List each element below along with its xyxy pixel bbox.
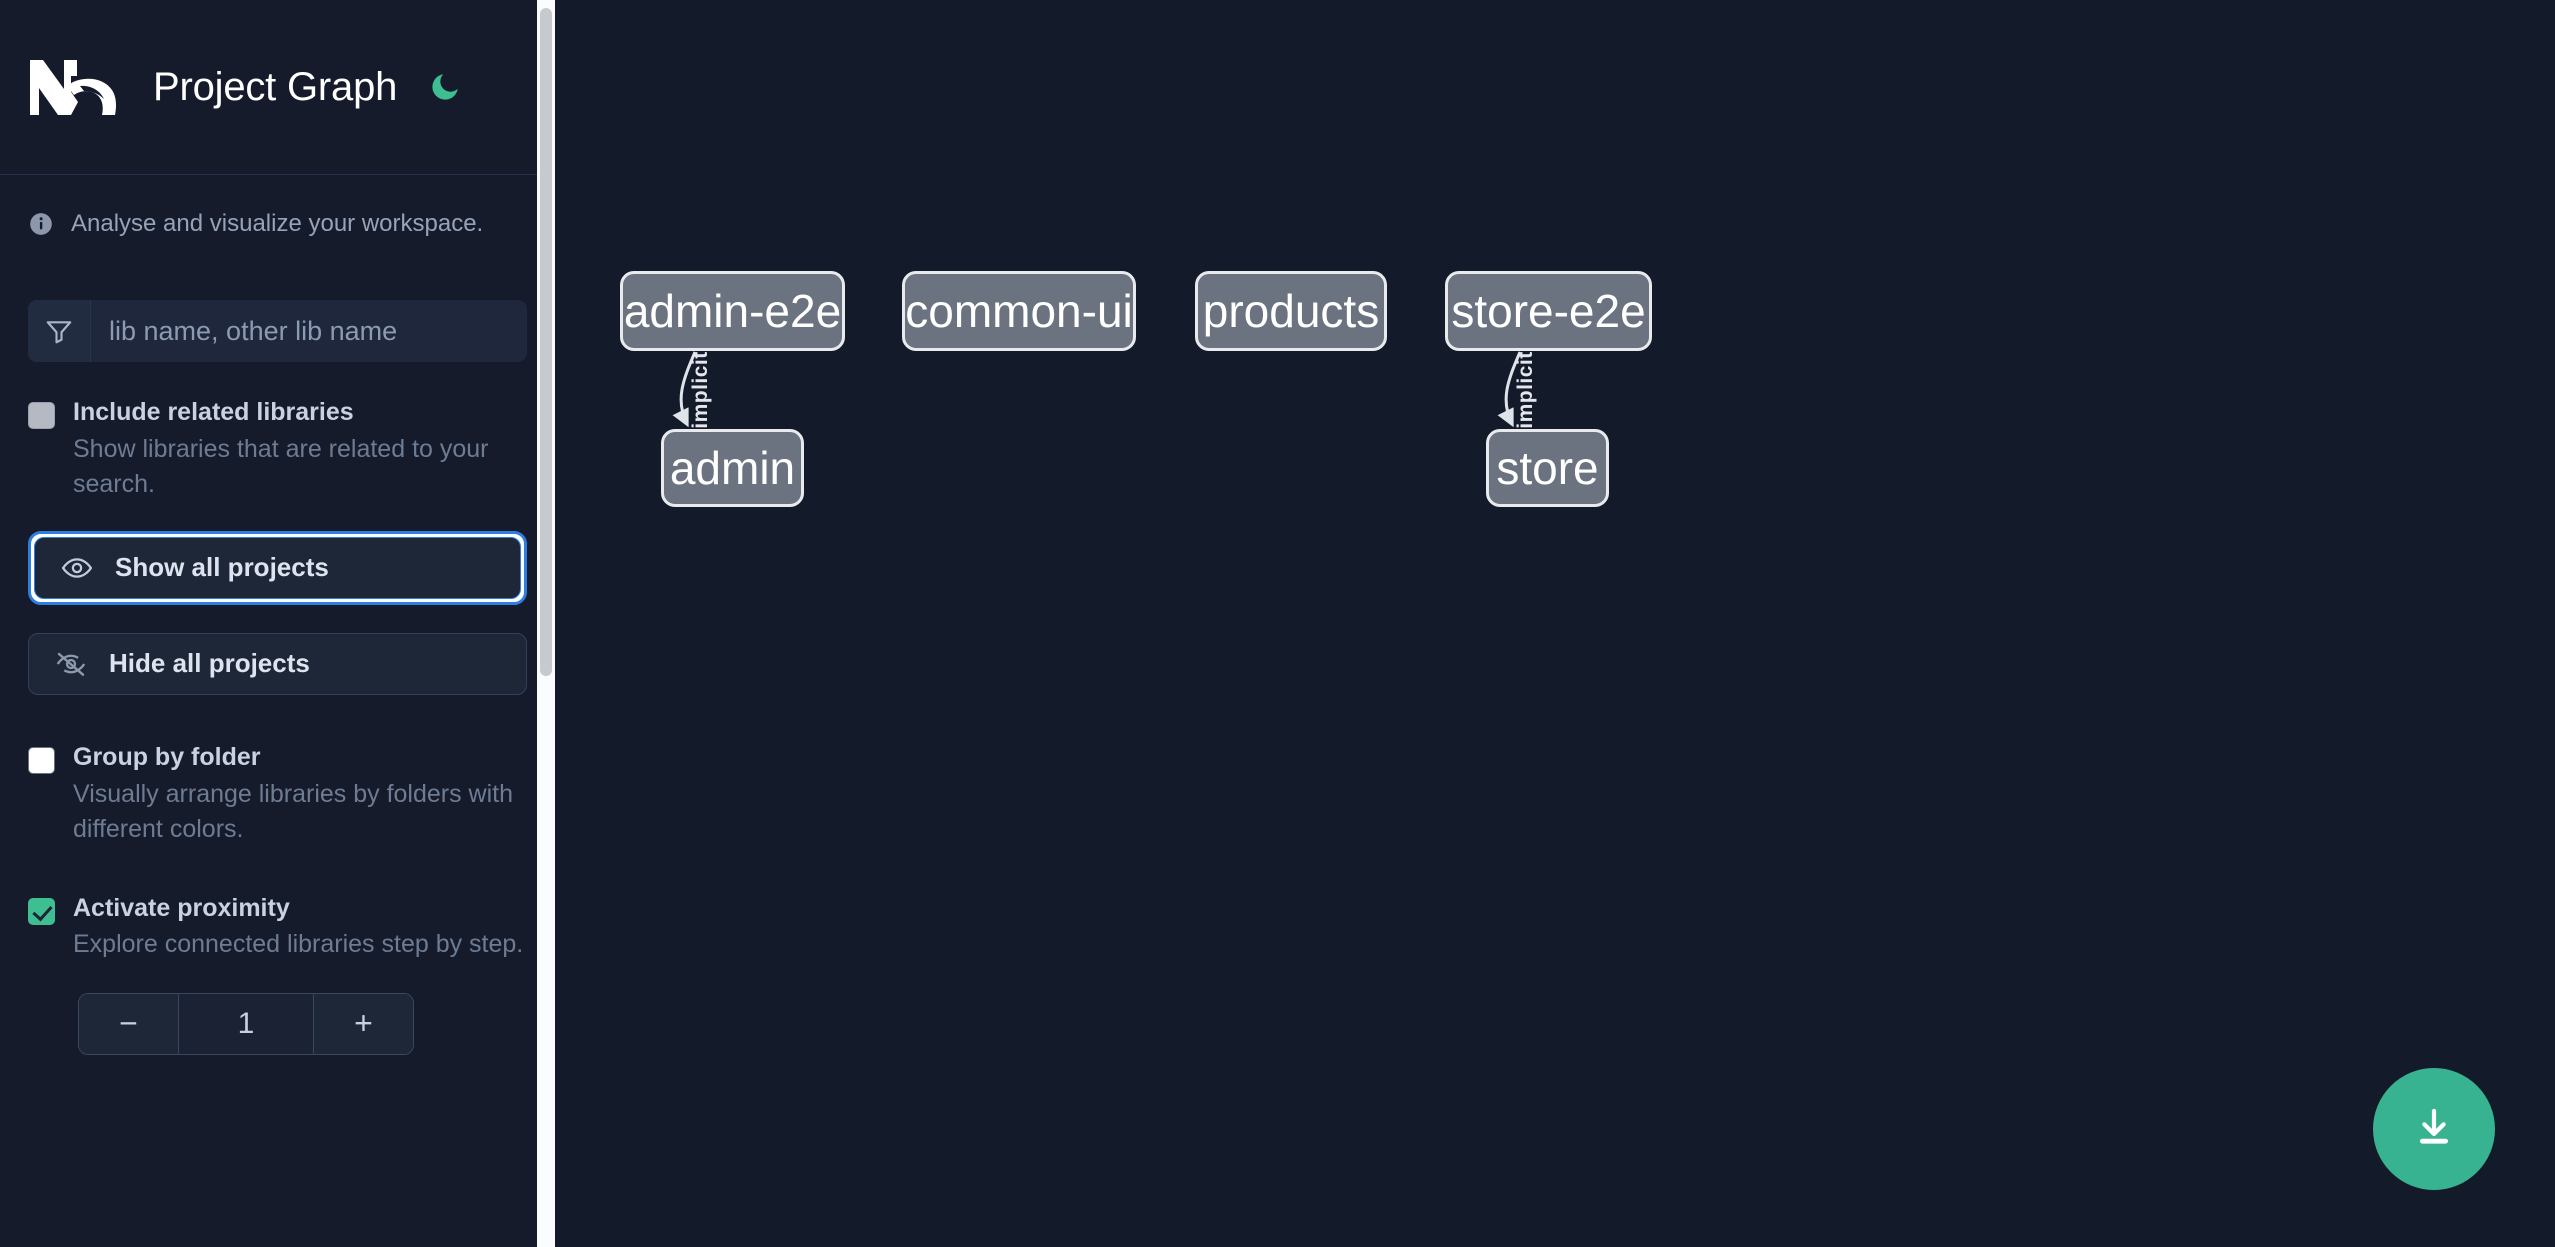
graph-node-label: admin-e2e: [623, 285, 842, 337]
tagline-text: Analyse and visualize your workspace.: [71, 209, 484, 237]
include-related-libraries-checkbox[interactable]: [28, 402, 55, 429]
group-by-folder-description: Visually arrange libraries by folders wi…: [73, 779, 514, 844]
page-title: Project Graph: [153, 64, 398, 109]
include-related-libraries-label: Include related libraries: [73, 398, 354, 426]
graph-node-store[interactable]: store: [1486, 429, 1609, 507]
tagline: Analyse and visualize your workspace.: [0, 175, 555, 272]
sidebar-scrollbar-thumb[interactable]: [540, 8, 552, 676]
activate-proximity-label: Activate proximity: [73, 893, 290, 922]
proximity-decrement-button[interactable]: −: [79, 993, 179, 1054]
graph-node-label: store: [1496, 442, 1599, 494]
graph-node-products[interactable]: products: [1195, 271, 1387, 351]
graph-node-admin-e2e[interactable]: admin-e2e: [620, 271, 845, 351]
graph-node-label: common-ui: [905, 285, 1133, 337]
show-all-projects-label: Show all projects: [115, 552, 329, 583]
nx-logo-icon: [28, 56, 123, 118]
funnel-icon: [28, 300, 91, 362]
group-by-folder-label: Group by folder: [73, 742, 261, 771]
show-all-projects-focus-ring: Show all projects: [28, 530, 527, 605]
option-include-related-libraries[interactable]: Include related libraries Show libraries…: [28, 396, 527, 503]
download-icon: [2410, 1104, 2458, 1155]
activate-proximity-checkbox[interactable]: [28, 897, 55, 925]
show-all-projects-button[interactable]: Show all projects: [34, 536, 521, 599]
proximity-increment-button[interactable]: +: [313, 993, 413, 1054]
option-group-by-folder[interactable]: Group by folder Visually arrange librari…: [28, 741, 527, 848]
graph-node-label: products: [1202, 285, 1380, 337]
eye-off-icon: [55, 648, 87, 680]
download-button[interactable]: [2373, 1068, 2495, 1190]
hide-all-projects-wrap: Hide all projects: [28, 632, 527, 695]
graph-edges: [672, 351, 1522, 428]
eye-icon: [61, 552, 93, 584]
group-by-folder-checkbox[interactable]: [28, 746, 55, 774]
graph-node-label: admin: [669, 442, 796, 494]
moon-icon[interactable]: [425, 67, 465, 107]
filter-box[interactable]: [28, 300, 527, 362]
sidebar-scrollbar[interactable]: [537, 0, 555, 1247]
proximity-stepper: − 1 +: [78, 992, 414, 1055]
sidebar-body: Include related libraries Show libraries…: [0, 300, 555, 1055]
sidebar: Project Graph Analyse and visualize your…: [0, 0, 555, 1247]
option-activate-proximity[interactable]: Activate proximity Explore connected lib…: [28, 892, 527, 963]
sidebar-header: Project Graph: [0, 0, 555, 175]
search-input[interactable]: [91, 300, 527, 362]
edge-label-admin-implicit: implicit: [688, 351, 712, 429]
hide-all-projects-button[interactable]: Hide all projects: [28, 632, 527, 695]
graph-node-label: store-e2e: [1451, 285, 1646, 337]
proximity-value: 1: [179, 993, 313, 1054]
info-icon: [28, 211, 54, 237]
hide-all-projects-label: Hide all projects: [109, 648, 310, 679]
edge-label-store-implicit: implicit: [1513, 351, 1537, 429]
graph-node-store-e2e[interactable]: store-e2e: [1445, 271, 1652, 351]
activate-proximity-description: Explore connected libraries step by step…: [73, 930, 524, 959]
include-related-libraries-description: Show libraries that are related to your …: [73, 434, 489, 499]
graph-canvas[interactable]: admin-e2e common-ui products store-e2e a…: [555, 0, 2555, 1247]
graph-node-admin[interactable]: admin: [661, 429, 804, 507]
graph-node-common-ui[interactable]: common-ui: [902, 271, 1136, 351]
